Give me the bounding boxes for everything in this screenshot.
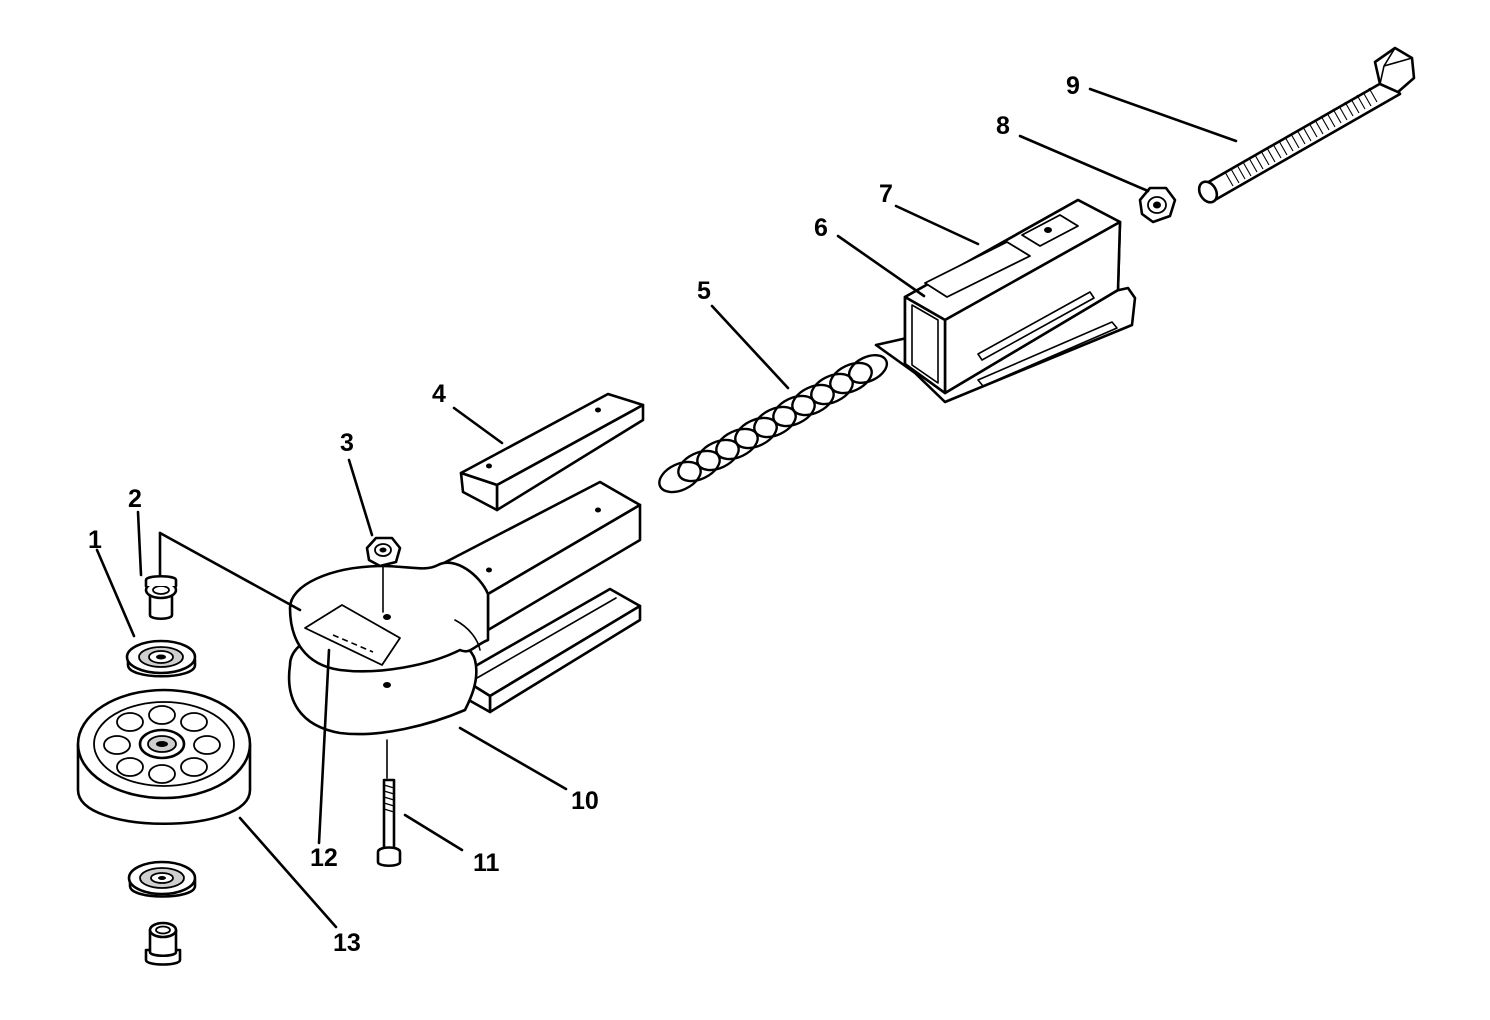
part-1-bearing	[125, 639, 197, 678]
part-11-shoulder-bolt	[376, 739, 402, 868]
callout-6: 6	[814, 214, 828, 242]
callout-4: 4	[432, 380, 446, 408]
part-9-bolt	[1197, 46, 1416, 204]
part-2-bushing	[144, 574, 178, 621]
callout-5: 5	[697, 277, 711, 305]
part-10-pivot-arm	[287, 480, 642, 736]
callout-10: 10	[571, 787, 599, 815]
lower-bushing	[144, 921, 182, 966]
lower-bearing	[127, 860, 197, 898]
callout-2: 2	[128, 485, 142, 513]
callout-labels: 1 2 3 4 5 6 7 8 9 10 11 12 13	[88, 72, 1080, 957]
bolt-thread	[1224, 87, 1378, 187]
part-7-mounting-bracket	[874, 198, 1137, 404]
part-4-channel-plate	[459, 392, 645, 512]
part-5-coil-spring	[658, 354, 889, 494]
callout-12: 12	[310, 844, 338, 872]
part-8-hex-nut	[1138, 186, 1177, 224]
callout-7: 7	[879, 180, 893, 208]
leader-lines	[95, 87, 1238, 929]
callout-11: 11	[473, 849, 500, 877]
callout-3: 3	[340, 429, 354, 457]
callout-1: 1	[88, 526, 102, 554]
pulley-holes	[103, 705, 221, 784]
callout-13: 13	[333, 929, 361, 957]
part-13-idler-pulley	[76, 688, 252, 825]
callout-9: 9	[1066, 72, 1080, 100]
callout-8: 8	[996, 112, 1010, 140]
part-12-decal	[304, 604, 401, 666]
part-3-lock-nut	[365, 536, 402, 613]
